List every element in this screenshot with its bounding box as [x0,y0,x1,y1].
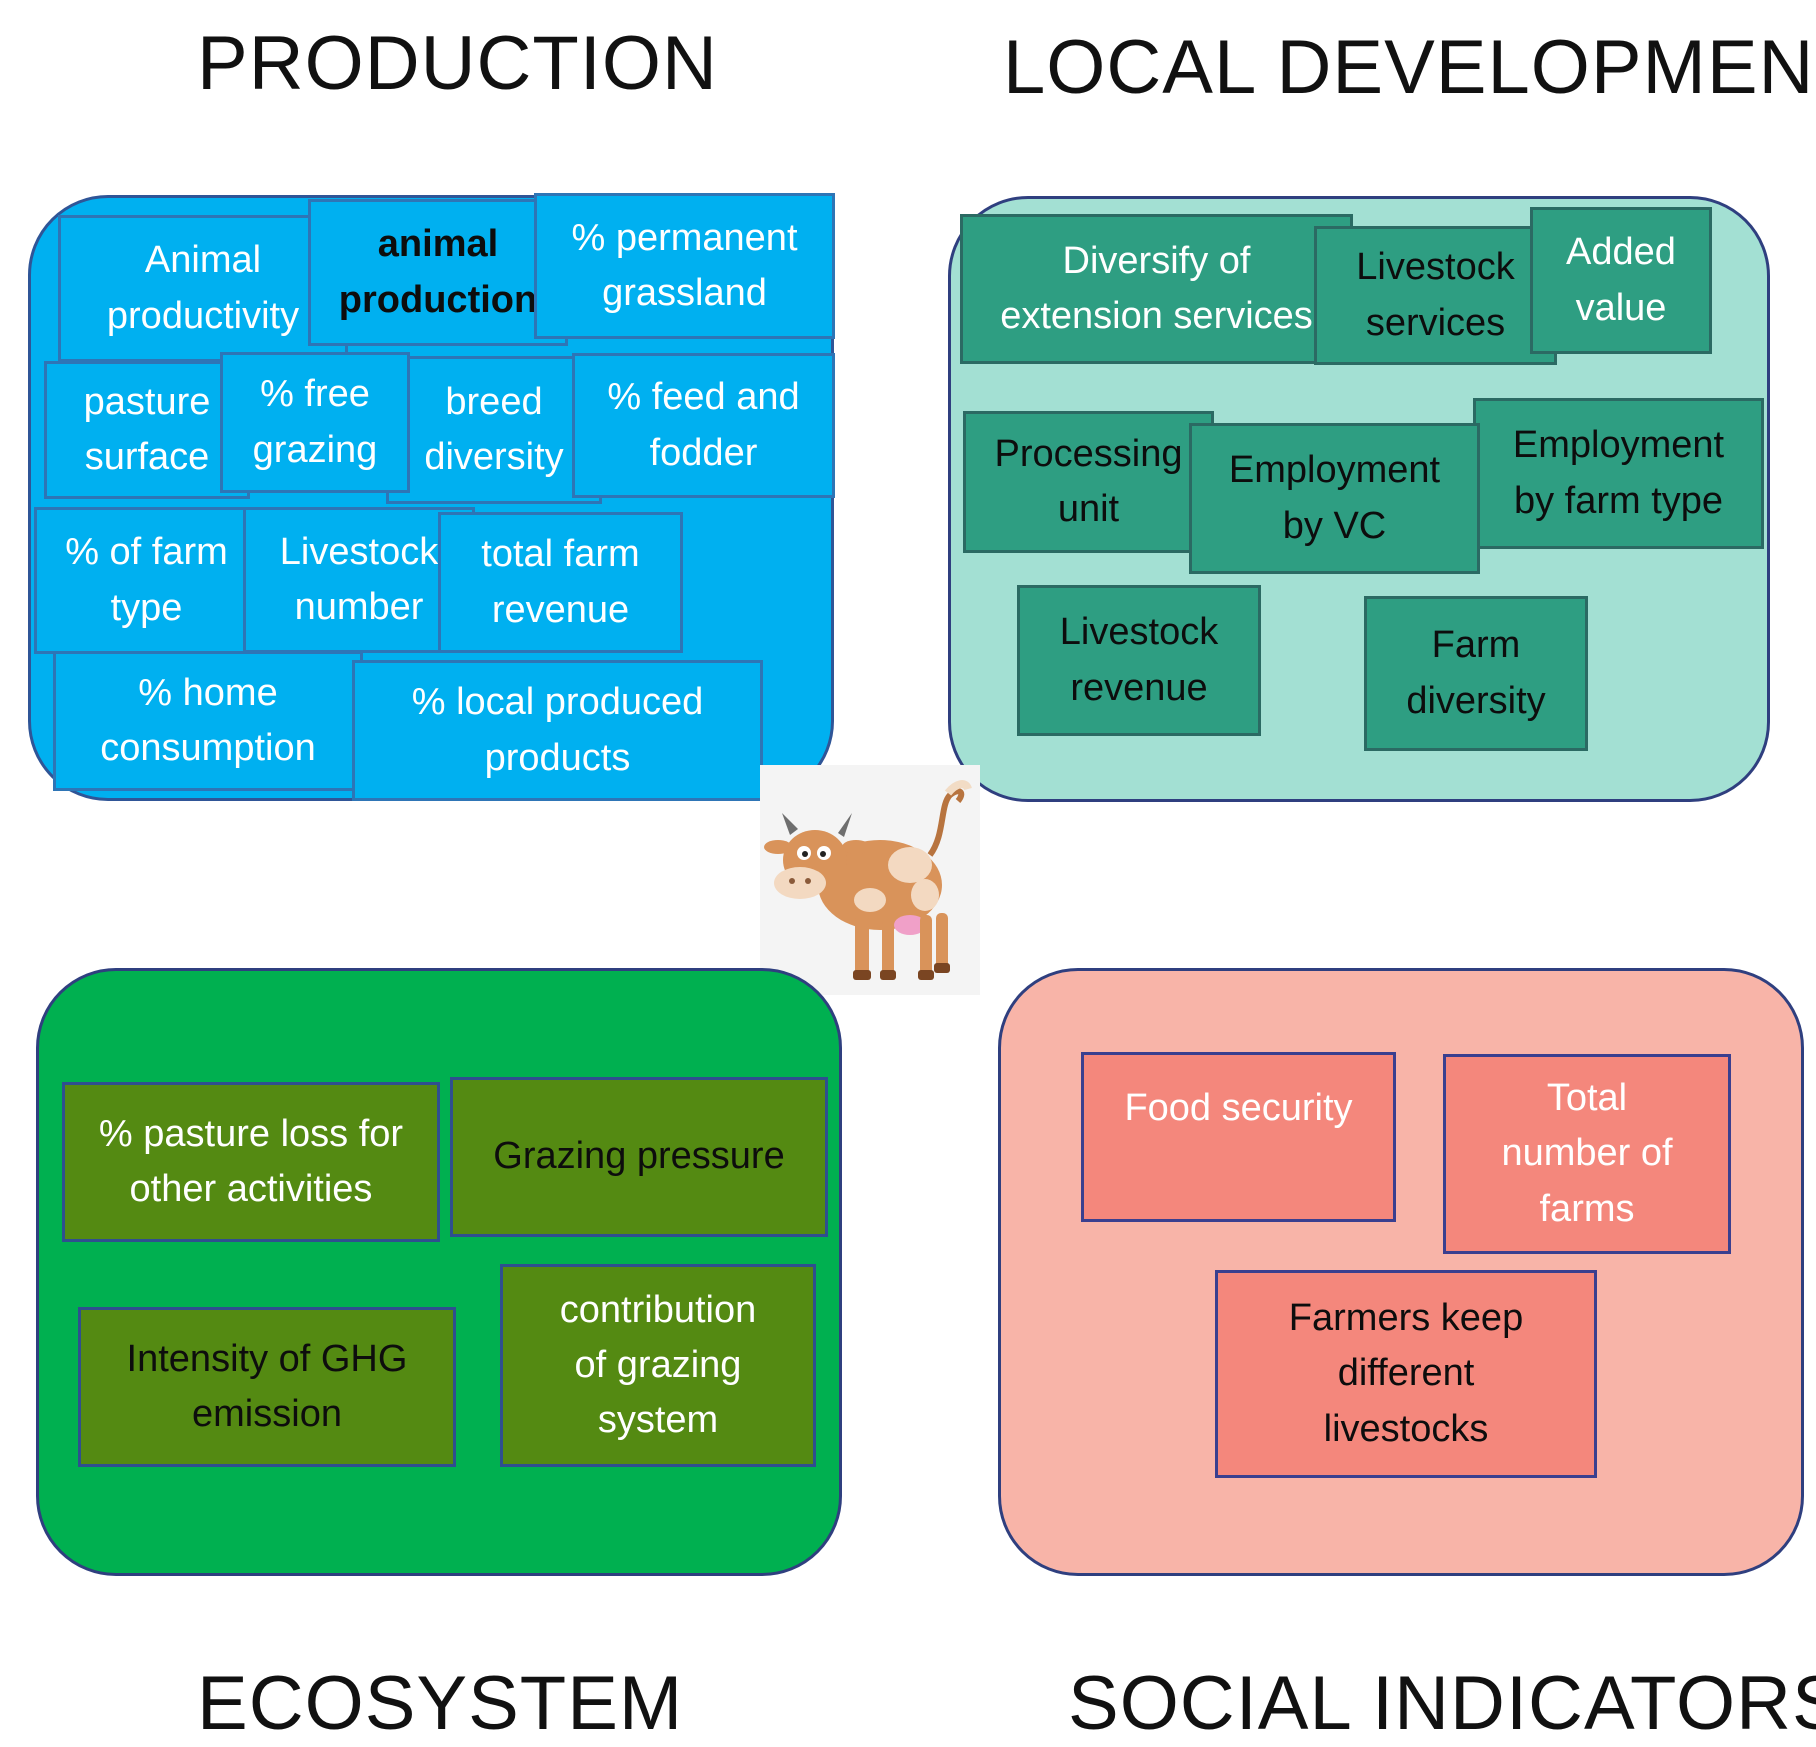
production-item: % free grazing [220,352,410,493]
production-item: Animal productivity [58,215,348,362]
local-development-item: Employment by farm type [1473,398,1764,549]
local-development-item: Livestock services [1314,226,1557,365]
local-development-item: Farm diversity [1364,596,1588,751]
ecosystem-item: % pasture loss for other activities [62,1082,440,1242]
production-item: % of farm type [34,507,259,654]
local-development-item: Diversify of extension services [960,214,1353,364]
production-item: % feed and fodder [572,353,835,498]
production-item: % home consumption [53,651,363,791]
production-item: pasture surface [44,361,250,499]
social-indicator-item: Total number of farms [1443,1054,1731,1254]
local-development-item: Added value [1530,207,1712,354]
local-development-item: Employment by VC [1189,423,1480,574]
local-development-item: Livestock revenue [1017,585,1261,736]
heading-local-development: LOCAL DEVELOPMENT [1003,25,1816,110]
local-development-item: Processing unit [963,411,1214,553]
heading-social-indicators: SOCIAL INDICATORS [1068,1661,1816,1746]
social-indicator-item: Farmers keep different livestocks [1215,1270,1597,1478]
heading-production: PRODUCTION [197,21,718,106]
ecosystem-item: Intensity of GHG emission [78,1307,456,1467]
production-item: animal production [308,199,568,346]
social-indicator-item: Food security [1081,1052,1396,1222]
ecosystem-item: contribution of grazing system [500,1264,816,1467]
production-item: % permanent grassland [534,193,835,339]
production-item: % local produced products [352,660,763,801]
heading-ecosystem: ECOSYSTEM [197,1661,684,1746]
production-item: Livestock number [243,507,475,653]
production-item: breed diversity [386,356,602,504]
ecosystem-item: Grazing pressure [450,1077,828,1237]
production-item: total farm revenue [438,512,683,653]
cow-icon [760,765,980,995]
